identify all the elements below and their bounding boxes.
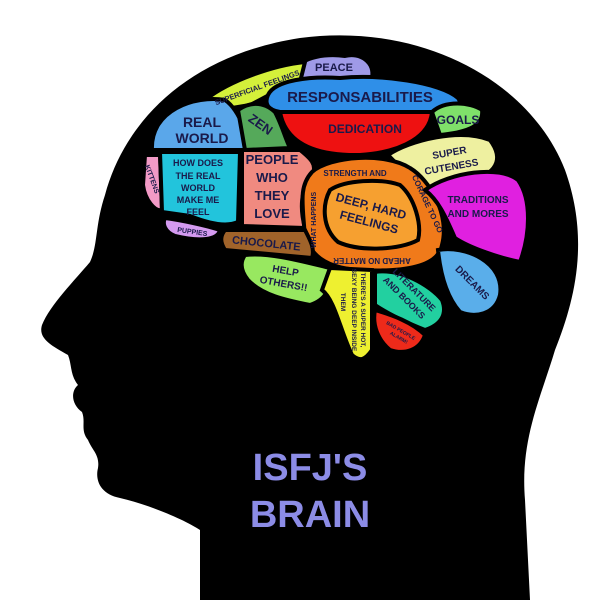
title-line-2: BRAIN xyxy=(250,494,370,536)
label-line: LOVE xyxy=(254,206,290,221)
label-line: WORLD xyxy=(181,183,215,193)
label-responsabilities: RESPONSABILITIES xyxy=(287,89,433,106)
label-help-1: HELP xyxy=(271,264,299,280)
region-puppies xyxy=(161,215,223,242)
region-bad-people xyxy=(372,307,428,354)
label-super-hot-1: THERE'S A SUPER HOT, xyxy=(359,273,366,348)
label-line: PEOPLE xyxy=(246,152,299,167)
region-goals xyxy=(429,101,485,138)
label-traditions-1: TRADITIONS xyxy=(447,195,508,206)
label-super-hot-2: SEXY BEING DEEP INSIDE xyxy=(350,269,357,352)
label-line: THEY xyxy=(255,188,290,203)
label-strength-left: WHAT HAPPENS xyxy=(311,192,318,249)
label-goals: GOALS xyxy=(437,113,480,127)
label-how-does: HOW DOES THE REAL WORLD MAKE ME FEEL xyxy=(173,158,223,217)
label-real-world-1: REAL xyxy=(183,114,222,130)
label-people: PEOPLE WHO THEY LOVE xyxy=(246,152,299,221)
region-how-does xyxy=(157,150,243,227)
region-zen xyxy=(235,101,294,153)
label-strength-top: STRENGTH AND xyxy=(323,169,386,178)
label-line: HOW DOES xyxy=(173,158,223,168)
region-deep-feelings xyxy=(322,178,421,251)
label-line: MAKE ME xyxy=(177,195,220,205)
label-puppies: PUPPIES xyxy=(177,227,208,238)
region-dreams xyxy=(435,247,503,317)
region-dedication xyxy=(277,110,435,158)
label-real-world-2: WORLD xyxy=(176,130,229,146)
region-traditions xyxy=(421,169,530,265)
label-traditions-2: AND MORES xyxy=(447,209,508,220)
label-peace: PEACE xyxy=(315,62,353,74)
title-line-1: ISFJ'S xyxy=(253,447,368,489)
label-line: THE REAL xyxy=(176,171,222,181)
region-help-others xyxy=(239,252,333,308)
label-super-hot-3: THEM xyxy=(339,293,346,311)
label-line: FEEL xyxy=(186,207,210,217)
label-line: WHO xyxy=(256,170,288,185)
label-strength-bottom: AHEAD NO MATTER xyxy=(333,256,411,265)
region-super-hot xyxy=(319,265,374,362)
region-chocolate xyxy=(219,228,315,261)
region-superficial-feelings xyxy=(201,59,308,113)
label-dedication: DEDICATION xyxy=(328,122,402,136)
